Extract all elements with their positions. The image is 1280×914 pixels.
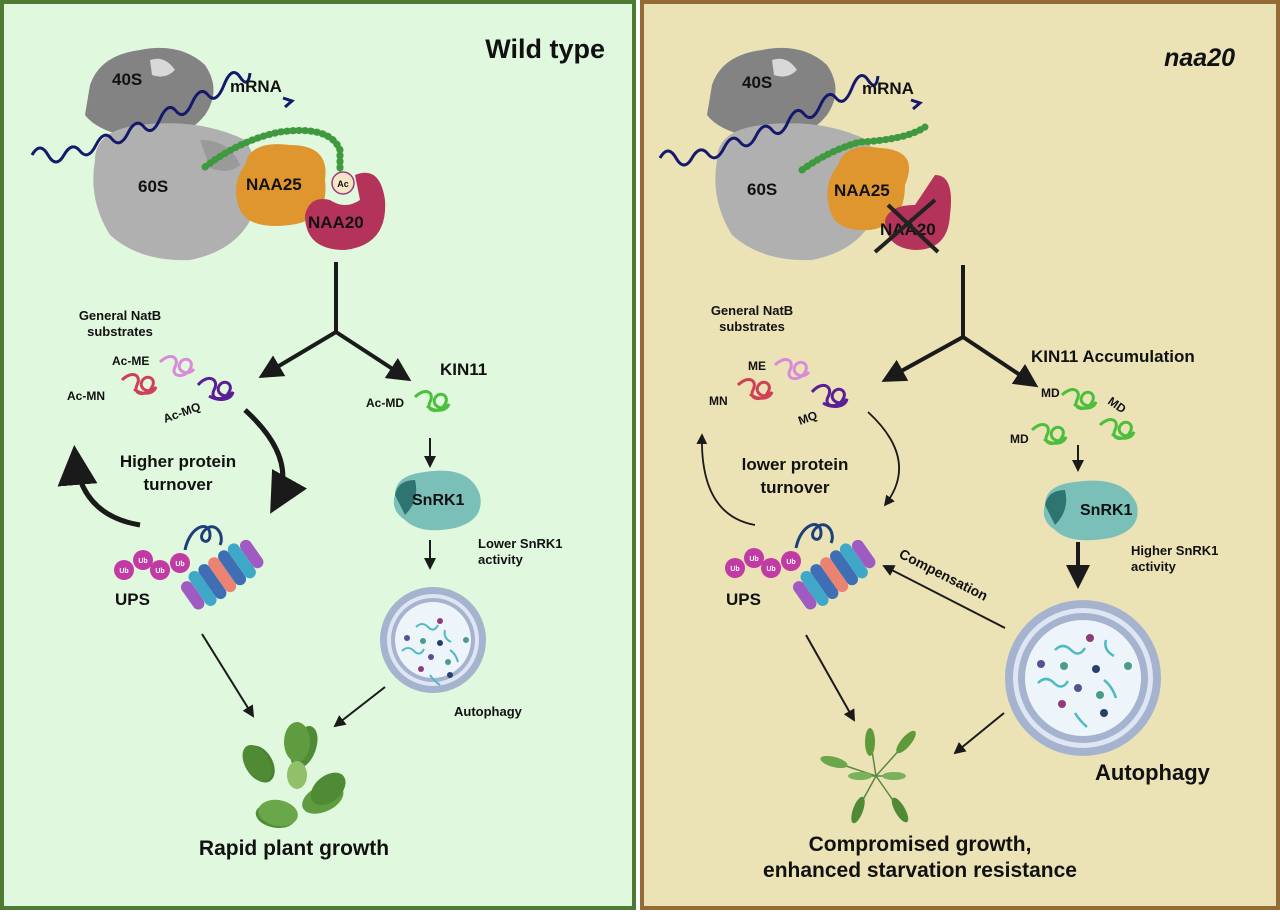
ub-label: Ub xyxy=(786,559,795,566)
turnover-label-line2: turnover xyxy=(144,475,213,494)
ups-to-plant-arrow xyxy=(201,633,255,718)
branch-arrows xyxy=(881,265,1039,388)
kin11-label: MD xyxy=(1105,394,1129,416)
proteasome-icon xyxy=(180,539,264,610)
turnover-arrow-up xyxy=(57,445,141,528)
substrate-label-me: ME xyxy=(748,359,766,373)
kin11-label: Ac-MD xyxy=(366,396,404,410)
substrate-on-proteasome xyxy=(183,525,223,551)
turnover-label-line1: lower protein xyxy=(742,455,849,474)
mrna-strand xyxy=(658,74,880,167)
proteasome-icon xyxy=(792,539,876,610)
turnover-arrow-up xyxy=(696,433,756,526)
naa20-protein-icon xyxy=(305,172,386,250)
autophagosome-icon xyxy=(380,587,486,693)
ub-label: Ub xyxy=(155,568,164,575)
compensation-arrow xyxy=(882,565,1006,629)
ribosome-40s-label: 40S xyxy=(742,73,772,92)
nascent-peptide-chain xyxy=(201,126,344,172)
plant-rosette-icon xyxy=(820,728,916,824)
mrna-label: mRNA xyxy=(862,79,914,98)
substrate-label-mn: MN xyxy=(709,394,728,408)
snrk1-activity-line1: Higher SnRK1 xyxy=(1131,543,1218,558)
substrate-label-me: Ac-ME xyxy=(112,354,149,368)
substrate-protein-icons xyxy=(120,355,235,401)
mrna-arrowhead-icon xyxy=(910,98,923,111)
turnover-arrow-down xyxy=(243,408,308,514)
ribosome-60s-label: 60S xyxy=(747,180,777,199)
ribosome-40s-label: 40S xyxy=(112,70,142,89)
outcome-label-line2: enhanced starvation resistance xyxy=(763,859,1077,882)
ub-label: Ub xyxy=(766,566,775,573)
autophagy-label: Autophagy xyxy=(1095,760,1211,785)
autophagy-label: Autophagy xyxy=(454,704,523,719)
outcome-label-line1: Compromised growth, xyxy=(809,833,1032,856)
ubiquitin-chain-icon xyxy=(725,548,801,578)
autophagy-to-plant-arrow xyxy=(953,712,1005,755)
substrate-label-mn: Ac-MN xyxy=(67,389,105,403)
naa20-label: NAA20 xyxy=(308,213,364,232)
ups-label: UPS xyxy=(726,590,761,609)
nascent-peptide-chain xyxy=(798,123,929,174)
autophagy-to-plant-arrow xyxy=(333,686,386,728)
substrate-label-mq: Ac-MQ xyxy=(161,399,202,425)
mrna-label: mRNA xyxy=(230,77,282,96)
ribosome-icon xyxy=(707,47,881,261)
wild-type-group: Wild type 40S 60S mRNA NAA25 Ac NAA20 xyxy=(30,34,605,860)
kin11-title: KIN11 Accumulation xyxy=(1031,347,1195,366)
acetyl-label: Ac xyxy=(337,179,349,189)
ribosome-60s-label: 60S xyxy=(138,177,168,196)
ups-label: UPS xyxy=(115,590,150,609)
substrates-heading-line2: substrates xyxy=(87,324,153,339)
ups-to-plant-arrow xyxy=(805,634,855,722)
ub-label: Ub xyxy=(730,566,739,573)
ub-label: Ub xyxy=(749,556,758,563)
kin11-title: KIN11 xyxy=(440,360,487,379)
panel-title: Wild type xyxy=(485,34,605,64)
substrate-protein-icons xyxy=(736,358,849,408)
knockout-cross-icon xyxy=(873,198,940,254)
naa20-group: naa20 40S 60S mRNA NAA25 NAA20 General N… xyxy=(658,44,1235,882)
kin11-label: MD xyxy=(1041,386,1060,400)
naa25-protein-icon xyxy=(827,146,910,231)
ub-label: Ub xyxy=(138,558,147,565)
snrk1-activity-line2: activity xyxy=(478,552,524,567)
turnover-arrow-down xyxy=(867,411,900,507)
autophagosome-icon xyxy=(1005,600,1161,756)
substrate-label-mq: MQ xyxy=(796,408,819,428)
substrate-on-proteasome xyxy=(794,523,834,549)
naa25-label: NAA25 xyxy=(246,175,302,194)
panel-title: naa20 xyxy=(1164,44,1235,72)
compensation-label: Compensation xyxy=(897,545,991,603)
acetyl-group-badge xyxy=(331,171,355,195)
snrk1-label: SnRK1 xyxy=(1080,502,1133,519)
snrk1-label: SnRK1 xyxy=(412,492,465,509)
outcome-label: Rapid plant growth xyxy=(199,837,389,860)
snrk1-protein-icon xyxy=(1043,480,1138,541)
plant-rosette-icon xyxy=(242,722,346,829)
kin11-label: MD xyxy=(1010,432,1029,446)
ubiquitin-chain-icon xyxy=(114,550,190,580)
turnover-label-line2: turnover xyxy=(761,478,830,497)
mrna-strand xyxy=(30,71,252,164)
snrk1-activity-line1: Lower SnRK1 xyxy=(478,536,563,551)
branch-arrows xyxy=(258,262,412,382)
naa25-protein-icon xyxy=(236,144,326,226)
ub-label: Ub xyxy=(119,568,128,575)
naa25-label: NAA25 xyxy=(834,181,890,200)
kin11-protein-icons xyxy=(1030,388,1136,445)
substrates-heading-line2: substrates xyxy=(719,319,785,334)
ub-label: Ub xyxy=(175,561,184,568)
substrates-heading-line1: General NatB xyxy=(79,308,161,323)
snrk1-activity-line2: activity xyxy=(1131,559,1177,574)
kin11-protein-icon xyxy=(413,390,451,412)
mrna-arrowhead-icon xyxy=(282,96,295,109)
substrates-heading-line1: General NatB xyxy=(711,303,793,318)
turnover-label-line1: Higher protein xyxy=(120,452,236,471)
